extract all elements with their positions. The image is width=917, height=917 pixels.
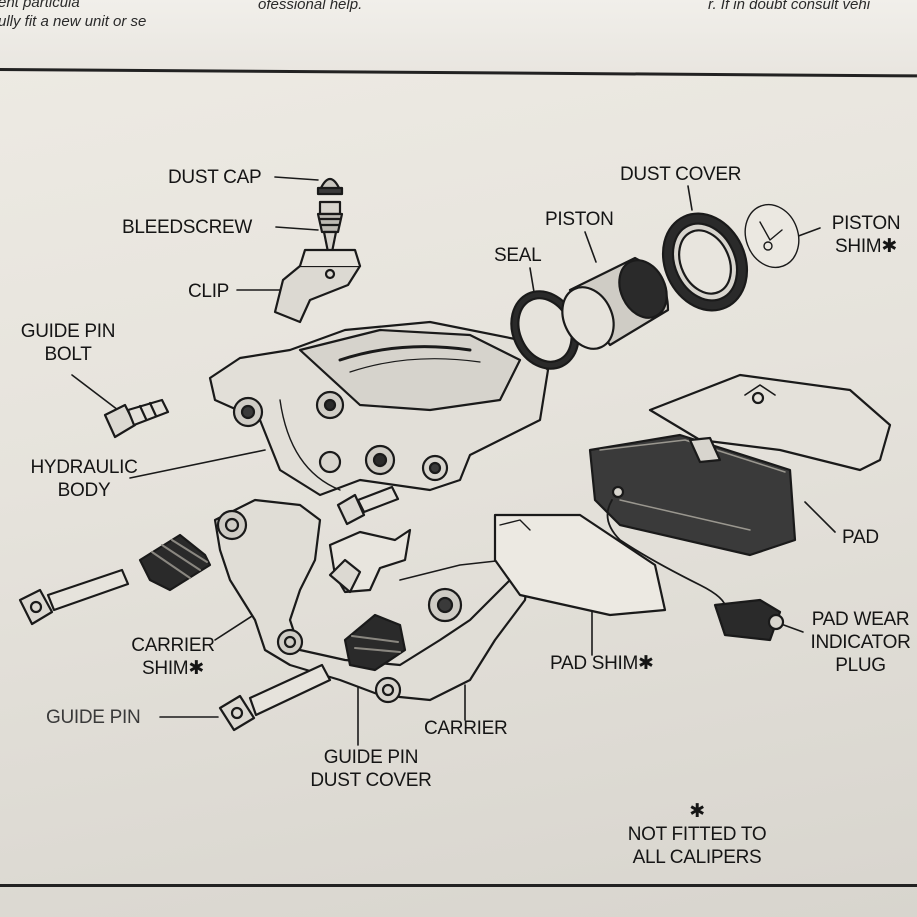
header-text-left-2: ully fit a new unit or se [0, 13, 147, 30]
label-pad-shim: PAD SHIM✱ [550, 653, 654, 674]
label-guide-pin-bolt-line2: BOLT [44, 344, 92, 365]
label-pad: PAD [842, 527, 879, 548]
clip-part [273, 248, 362, 324]
guide-pin-dust-cover-part-left [138, 533, 212, 592]
label-guide-pin-dust-cover-line2: DUST COVER [310, 770, 432, 791]
label-clip: CLIP [188, 281, 230, 302]
guide-pin-part-upper [18, 568, 130, 626]
piston-shim-part [744, 203, 800, 269]
pad-shim-part [493, 513, 667, 617]
footnote: ✱ NOT FITTED TO ALL CALIPERS [612, 800, 782, 869]
header-text-right: r. If in doubt consult vehi [708, 0, 871, 13]
footnote-line1: NOT FITTED TO [627, 824, 767, 845]
label-dust-cap: DUST CAP [168, 167, 262, 188]
dust-cover-part [661, 212, 749, 312]
bottom-border-line [0, 884, 917, 887]
label-guide-pin-dust-cover-line1: GUIDE PIN [323, 747, 419, 768]
carrier-bolt-part [336, 485, 400, 526]
label-dust-cover: DUST COVER [620, 164, 742, 185]
label-pad-wear-line1: PAD WEAR [811, 609, 910, 630]
guide-pin-dust-cover-part-lower [343, 613, 407, 672]
label-guide-pin: GUIDE PIN [46, 707, 141, 728]
label-guide-pin-bolt: GUIDE PIN BOLT [8, 320, 128, 366]
label-piston-shim-line2: SHIM✱ [835, 236, 897, 257]
label-seal: SEAL [494, 245, 542, 266]
pad-wear-indicator-plug-part [606, 499, 785, 642]
label-carrier-shim: CARRIER SHIM✱ [118, 634, 228, 680]
header-text-strip: ent particula ully fit a new unit or se … [0, 0, 917, 72]
hydraulic-body-part [208, 320, 550, 497]
label-hydraulic-body: HYDRAULIC BODY [14, 456, 154, 502]
label-piston-shim-line1: PISTON [831, 213, 901, 234]
piston-part [561, 256, 670, 350]
label-guide-pin-bolt-line1: GUIDE PIN [20, 321, 116, 342]
header-text-left-1: ent particula [0, 0, 80, 11]
header-text-mid: ofessional help. [258, 0, 363, 13]
label-bleedscrew: BLEEDSCREW [122, 217, 253, 238]
pad-front-part [588, 433, 797, 557]
label-hydraulic-body-line1: HYDRAULIC [30, 457, 138, 478]
bleedscrew-part [316, 200, 344, 264]
label-hydraulic-body-line2: BODY [57, 480, 111, 501]
label-pad-wear-indicator-plug: PAD WEAR INDICATOR PLUG [804, 608, 917, 677]
label-guide-pin-dust-cover: GUIDE PIN DUST COVER [296, 746, 446, 792]
label-carrier-shim-line2: SHIM✱ [142, 658, 204, 679]
pad-rear-part [648, 373, 892, 472]
footnote-line2: ALL CALIPERS [632, 847, 762, 868]
footnote-asterisk: ✱ [689, 801, 705, 822]
guide-pin-bolt-part [103, 398, 170, 439]
label-piston: PISTON [545, 209, 614, 230]
label-piston-shim: PISTON SHIM✱ [816, 212, 916, 258]
carrier-part [213, 498, 532, 704]
label-carrier-shim-line1: CARRIER [131, 635, 215, 656]
guide-pin-part-lower [218, 663, 332, 732]
carrier-shim-part [328, 528, 412, 594]
label-pad-wear-line2: INDICATOR [810, 632, 911, 653]
dust-cap-part [316, 177, 344, 196]
label-carrier: CARRIER [424, 718, 508, 739]
label-pad-wear-line3: PLUG [835, 655, 886, 676]
